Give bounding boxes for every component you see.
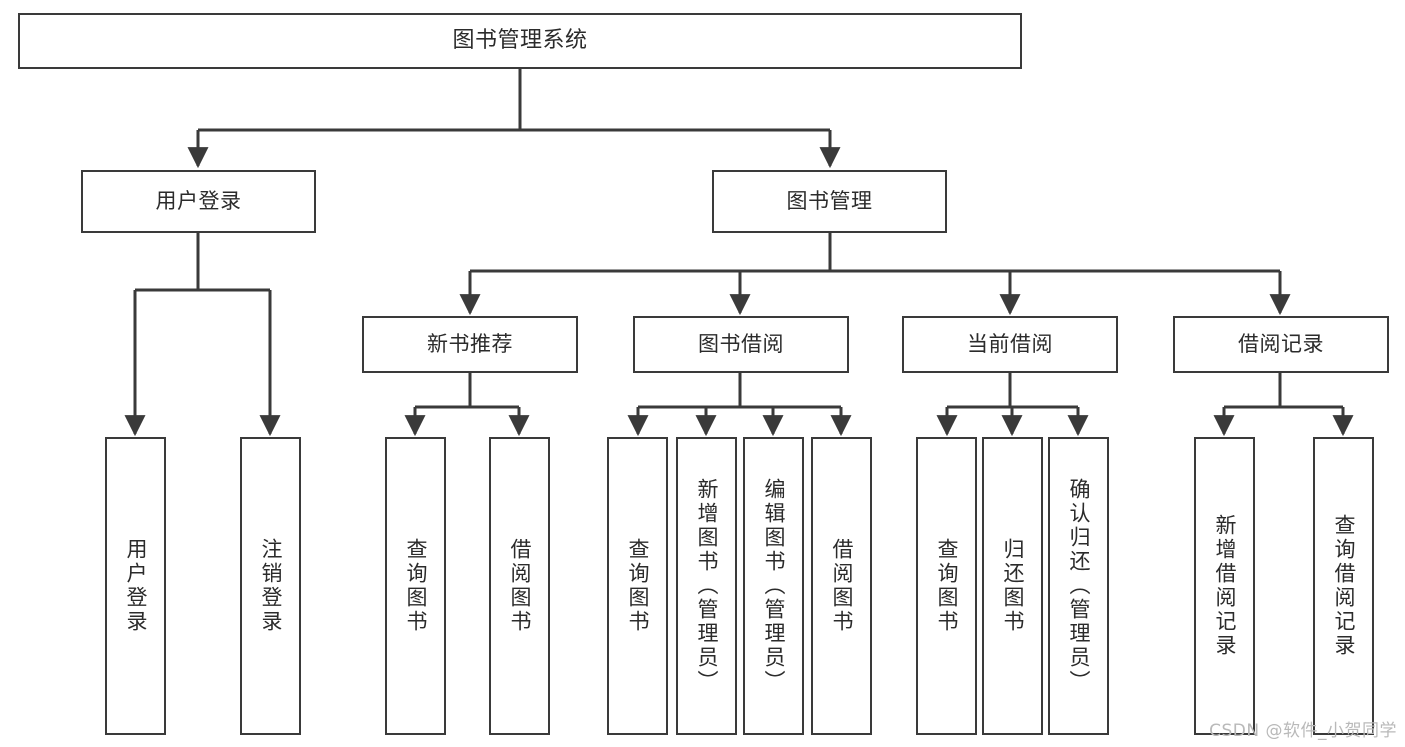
node-leaf-newbook-query-book-label: 查询图书 (404, 538, 428, 634)
node-leaf-borrow-query-book[interactable]: 查询图书 (607, 437, 668, 735)
node-leaf-borrow-add-book-label: 新增图书（管理员） (695, 478, 719, 694)
node-root[interactable]: 图书管理系统 (18, 13, 1022, 69)
node-leaf-borrow-add-book[interactable]: 新增图书（管理员） (676, 437, 737, 735)
node-leaf-newbook-query-book[interactable]: 查询图书 (385, 437, 446, 735)
node-leaf-record-add[interactable]: 新增借阅记录 (1194, 437, 1255, 735)
node-user-login-label: 用户登录 (155, 189, 242, 214)
node-leaf-record-add-label: 新增借阅记录 (1213, 514, 1237, 658)
node-leaf-record-query[interactable]: 查询借阅记录 (1313, 437, 1374, 735)
node-book-borrow-label: 图书借阅 (698, 332, 784, 357)
node-leaf-borrow-edit-book[interactable]: 编辑图书（管理员） (743, 437, 804, 735)
node-leaf-logout[interactable]: 注销登录 (240, 437, 301, 735)
node-book-management[interactable]: 图书管理 (712, 170, 947, 233)
node-leaf-logout-label: 注销登录 (259, 538, 283, 634)
node-book-management-label: 图书管理 (786, 189, 873, 214)
node-leaf-current-confirm-return-label: 确认归还（管理员） (1067, 478, 1091, 694)
node-leaf-borrow-edit-book-label: 编辑图书（管理员） (762, 478, 786, 694)
node-leaf-current-return-book-label: 归还图书 (1001, 538, 1025, 634)
node-leaf-newbook-borrow-book[interactable]: 借阅图书 (489, 437, 550, 735)
node-leaf-current-return-book[interactable]: 归还图书 (982, 437, 1043, 735)
node-root-label: 图书管理系统 (452, 28, 588, 54)
node-leaf-user-login[interactable]: 用户登录 (105, 437, 166, 735)
node-new-book-recommend[interactable]: 新书推荐 (362, 316, 578, 373)
node-leaf-current-query-book-label: 查询图书 (935, 538, 959, 634)
node-leaf-borrow-query-book-label: 查询图书 (626, 538, 650, 634)
node-book-borrow[interactable]: 图书借阅 (633, 316, 849, 373)
node-borrow-record[interactable]: 借阅记录 (1173, 316, 1389, 373)
node-borrow-record-label: 借阅记录 (1238, 332, 1324, 357)
node-leaf-user-login-label: 用户登录 (124, 538, 148, 634)
node-current-borrow-label: 当前借阅 (967, 332, 1053, 357)
node-leaf-borrow-lend-book[interactable]: 借阅图书 (811, 437, 872, 735)
node-leaf-record-query-label: 查询借阅记录 (1332, 514, 1356, 658)
node-user-login[interactable]: 用户登录 (81, 170, 316, 233)
node-current-borrow[interactable]: 当前借阅 (902, 316, 1118, 373)
node-leaf-current-query-book[interactable]: 查询图书 (916, 437, 977, 735)
node-leaf-newbook-borrow-book-label: 借阅图书 (508, 538, 532, 634)
node-new-book-recommend-label: 新书推荐 (427, 332, 513, 357)
node-leaf-current-confirm-return[interactable]: 确认归还（管理员） (1048, 437, 1109, 735)
node-leaf-borrow-lend-book-label: 借阅图书 (830, 538, 854, 634)
